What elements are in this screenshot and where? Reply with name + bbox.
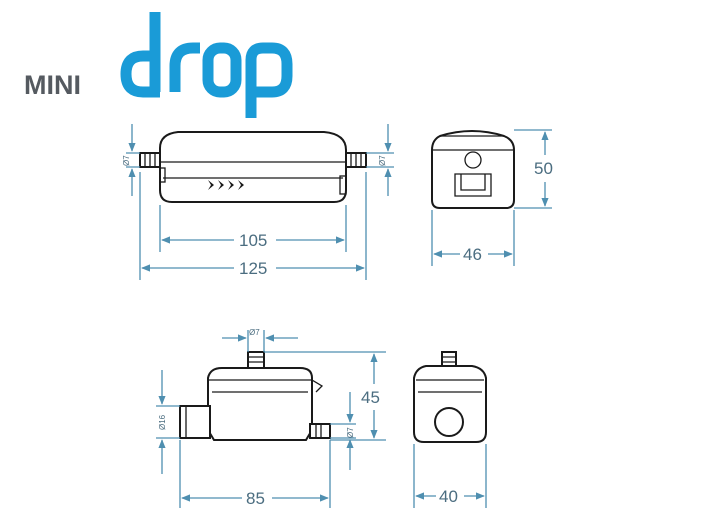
left-tube — [139, 152, 163, 168]
front-view-body — [413, 365, 487, 443]
side-view-top-nozzle — [247, 351, 265, 369]
right-tube — [343, 152, 367, 168]
flow-direction-arrows — [208, 180, 244, 190]
side-view-outlet — [309, 423, 331, 439]
dim-outlet-dia: Ø7 — [346, 427, 355, 438]
dim-side-length: 85 — [246, 489, 265, 508]
dim-side-height: 45 — [361, 388, 380, 407]
dim-end-height: 50 — [534, 159, 553, 178]
side-view-inlet — [179, 405, 211, 439]
top-view-body — [159, 131, 347, 203]
dim-left-tube-dia: Ø7 — [122, 155, 131, 166]
dim-front-width: 40 — [439, 487, 458, 506]
logo-prefix: MINI — [24, 70, 81, 100]
top-view-drawing: 105 125 Ø7 Ø7 — [122, 124, 394, 280]
end-view-outlet-circle — [464, 151, 482, 169]
side-view-body — [207, 367, 313, 441]
dim-overall-length: 125 — [239, 259, 267, 278]
side-view-drawing: Ø7 Ø16 Ø7 45 85 — [156, 328, 386, 508]
front-view-inlet-circle — [434, 407, 464, 437]
logo-wordmark-drop — [120, 12, 293, 118]
mini-drop-logo: MINI — [24, 12, 293, 118]
dim-end-width: 46 — [463, 245, 482, 264]
dim-body-length: 105 — [239, 231, 267, 250]
dim-top-tube-dia: Ø7 — [249, 328, 260, 337]
dim-inlet-dia: Ø16 — [158, 414, 167, 430]
front-view-top-nozzle — [441, 351, 457, 367]
front-view-drawing: 40 — [413, 351, 487, 508]
dim-right-tube-dia: Ø7 — [378, 155, 387, 166]
end-view-drawing: 46 50 — [431, 129, 553, 266]
